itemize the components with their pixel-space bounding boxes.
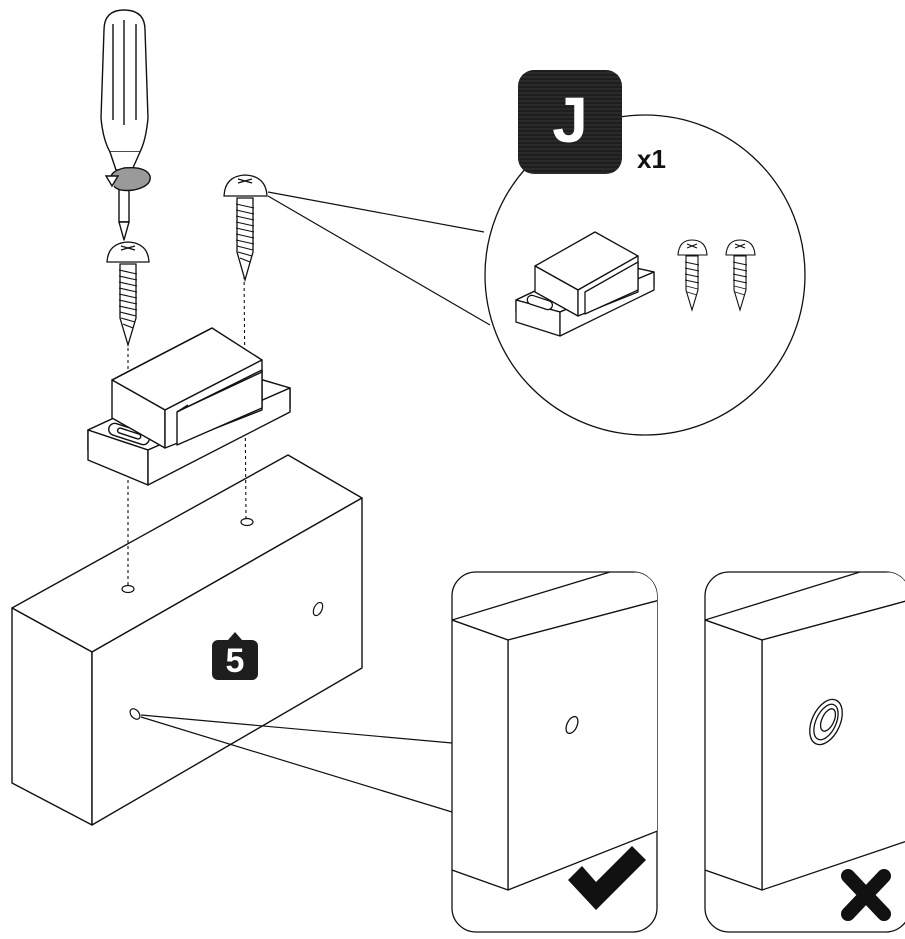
part-quantity: x1: [637, 144, 666, 174]
part-letter: J: [552, 84, 588, 156]
part-letter-badge: J: [518, 70, 622, 174]
rotation-arrow-icon: [106, 168, 150, 191]
detail-panel-correct: [452, 572, 660, 932]
detail-panel-incorrect: [705, 572, 905, 932]
pilot-hole: [241, 519, 253, 526]
screw-right: [224, 175, 267, 280]
panel-number-label: 5: [226, 642, 245, 680]
cabinet-panel-block: [12, 455, 362, 825]
screw-left: [107, 242, 149, 345]
callout-lines-parts: [268, 192, 490, 325]
magnetic-catch: [88, 328, 290, 485]
screwdriver-icon: [101, 10, 148, 240]
pilot-hole: [122, 586, 134, 593]
